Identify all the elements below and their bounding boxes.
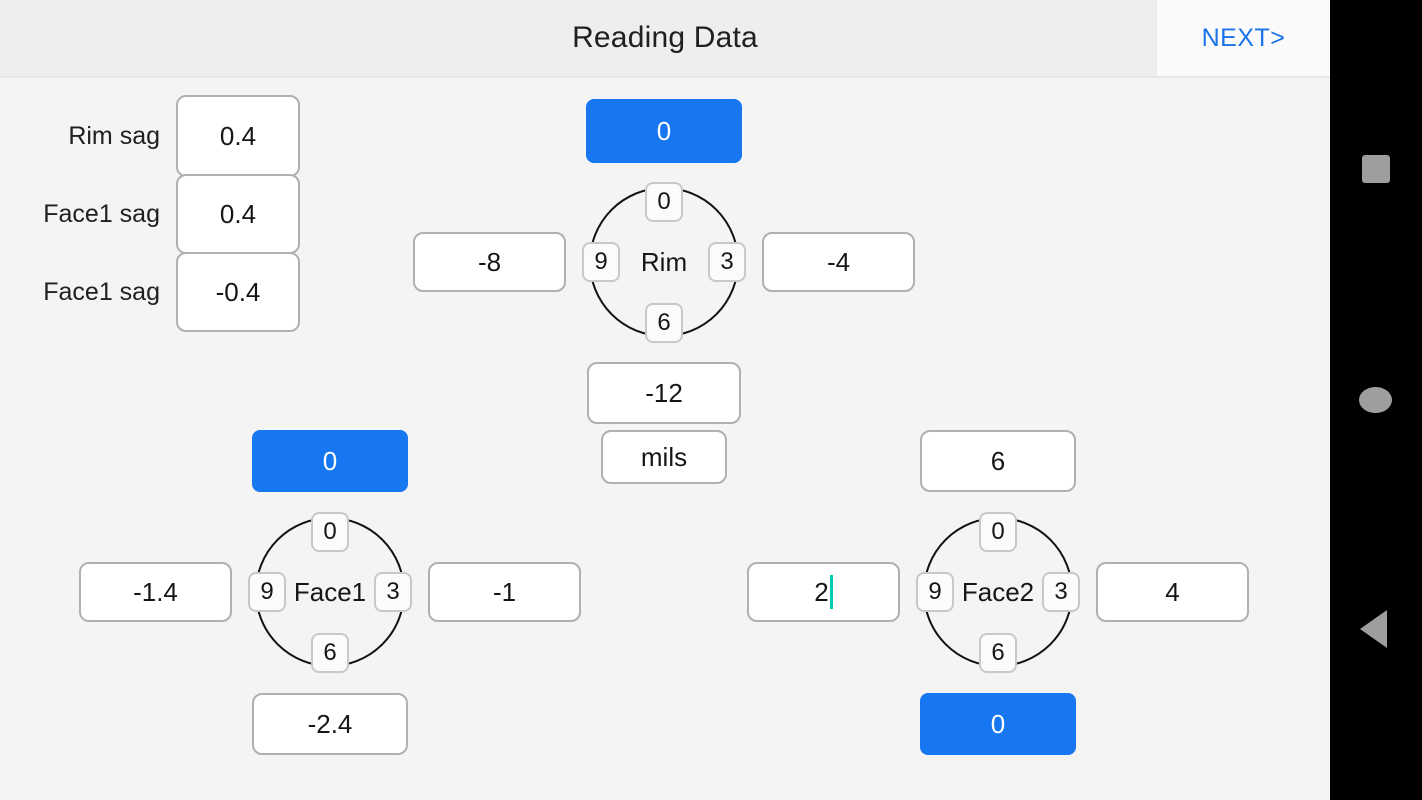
- face1-dial[interactable]: Face1 0 3 6 9: [248, 512, 412, 673]
- face2-chip-9[interactable]: 9: [916, 572, 954, 612]
- face1-reading-top[interactable]: 0: [252, 430, 408, 492]
- face1-chip-3[interactable]: 3: [374, 572, 412, 612]
- face1-chip-9[interactable]: 9: [248, 572, 286, 612]
- face2-dial-label: Face2: [961, 576, 1035, 607]
- rim-chip-0[interactable]: 0: [645, 182, 683, 222]
- sag-label-face1-b: Face1 sag: [43, 278, 160, 306]
- rim-reading-top[interactable]: 0: [586, 99, 742, 163]
- face2-reading-left[interactable]: 2: [747, 562, 900, 622]
- face1-reading-right[interactable]: -1: [428, 562, 581, 622]
- rim-sag-input[interactable]: 0.4: [176, 95, 300, 177]
- page-title: Reading Data: [572, 21, 758, 54]
- back-triangle-icon[interactable]: [1360, 610, 1387, 648]
- face2-chip-3[interactable]: 3: [1042, 572, 1080, 612]
- next-button-label: NEXT>: [1201, 24, 1286, 52]
- face2-reading-top[interactable]: 6: [920, 430, 1076, 492]
- home-circle-icon[interactable]: [1359, 387, 1392, 413]
- face1-chip-6[interactable]: 6: [311, 633, 349, 673]
- face1-reading-bottom[interactable]: -2.4: [252, 693, 408, 755]
- sag-label-face1-a: Face1 sag: [43, 200, 160, 228]
- face1-reading-left[interactable]: -1.4: [79, 562, 232, 622]
- face1-dial-label: Face1: [293, 576, 367, 607]
- face2-chip-0[interactable]: 0: [979, 512, 1017, 552]
- recents-square-icon[interactable]: [1362, 155, 1390, 183]
- rim-chip-6[interactable]: 6: [645, 303, 683, 343]
- rim-chip-9[interactable]: 9: [582, 242, 620, 282]
- face2-dial[interactable]: Face2 0 3 6 9: [916, 512, 1080, 673]
- face2-reading-left-value: 2: [814, 576, 829, 607]
- app-screen: Reading Data NEXT> Rim sag 0.4 Face1 sag…: [0, 0, 1330, 800]
- rim-chip-3[interactable]: 3: [708, 242, 746, 282]
- face1-sag-input-a[interactable]: 0.4: [176, 174, 300, 254]
- face2-chip-6[interactable]: 6: [979, 633, 1017, 673]
- face1-sag-input-b[interactable]: -0.4: [176, 252, 300, 332]
- text-caret: [829, 575, 833, 609]
- rim-reading-left[interactable]: -8: [413, 232, 566, 292]
- face2-reading-right[interactable]: 4: [1096, 562, 1249, 622]
- rim-dial[interactable]: Rim 0 3 6 9: [582, 182, 746, 343]
- units-input[interactable]: mils: [601, 430, 727, 484]
- face1-chip-0[interactable]: 0: [311, 512, 349, 552]
- next-button[interactable]: NEXT>: [1157, 0, 1330, 76]
- rim-reading-right[interactable]: -4: [762, 232, 915, 292]
- rim-reading-bottom[interactable]: -12: [587, 362, 741, 424]
- sag-label-rim: Rim sag: [68, 122, 160, 150]
- face2-reading-bottom[interactable]: 0: [920, 693, 1076, 755]
- app-header: Reading Data NEXT>: [0, 0, 1330, 76]
- rim-dial-label: Rim: [640, 246, 688, 277]
